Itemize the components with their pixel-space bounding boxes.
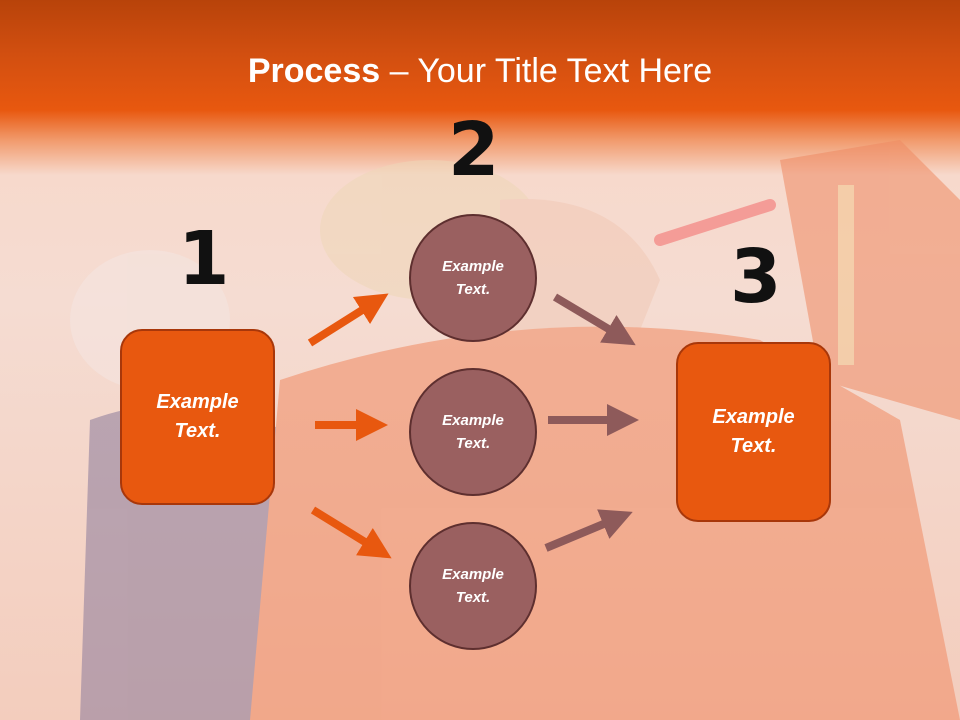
arrow-bottom-dark [544,509,633,552]
left-box-text: Example Text. [156,391,239,442]
title-bold: Process [247,52,381,90]
circle-middle-text: Example Text. [442,412,504,452]
step-number-2: 2 [448,107,500,193]
pencil [654,199,776,246]
right-box: Example Text. [676,342,831,522]
right-box-text: Example Text. [712,406,795,457]
step-number-3: 3 [730,234,782,320]
circle-top: Example Text. [409,214,537,342]
arrow-up-orange [307,293,389,347]
arrow-top-dark [552,293,636,346]
title-rest: – Your Title Text Here [380,52,713,90]
circle-bottom-text: Example Text. [442,566,504,606]
measuring-tape [838,185,854,365]
arrow-down-orange [310,506,392,559]
step-number-1: 1 [178,216,230,302]
page-title: Process – Your Title Text Here [0,52,960,91]
circle-bottom: Example Text. [409,522,537,650]
circle-top-text: Example Text. [442,258,504,298]
circle-middle: Example Text. [409,368,537,496]
left-box: Example Text. [120,329,275,505]
